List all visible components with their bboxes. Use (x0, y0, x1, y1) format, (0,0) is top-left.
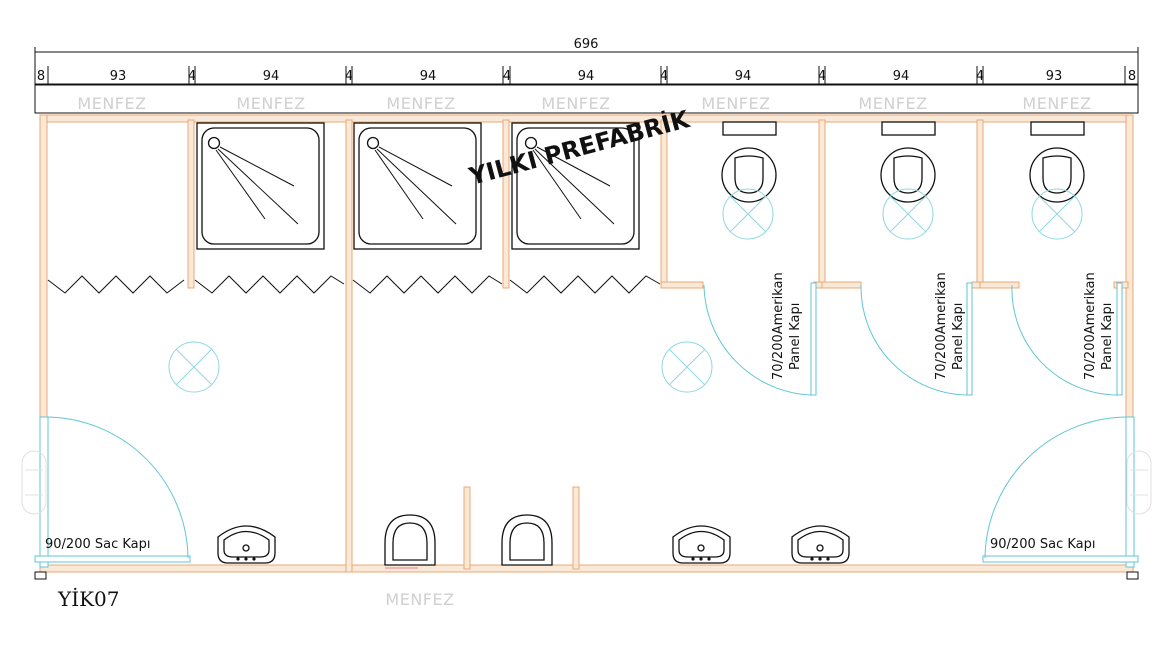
segment-label: 94 (893, 69, 910, 84)
steel-door-right (982, 416, 1139, 568)
floor-drain (722, 188, 774, 240)
wc-cistern (722, 121, 1085, 136)
door-handle (21, 450, 47, 515)
panel-door-label: 70/200Amerikan (1083, 272, 1098, 380)
door-handle (1126, 450, 1152, 515)
vent-label-bottom: MENFEZ (385, 590, 454, 609)
panel-door-label: Panel Kapı (1100, 303, 1115, 370)
segment-label: 94 (420, 69, 437, 84)
segment-label: 8 (37, 69, 45, 84)
shower-tray (511, 122, 640, 250)
floor-drain (1031, 188, 1083, 240)
vent-label: MENFEZ (386, 94, 455, 113)
toilet (880, 147, 936, 203)
panel-door (860, 282, 973, 396)
segment-label: 4 (818, 69, 826, 84)
toilet (721, 147, 777, 203)
segment-label: 94 (263, 69, 280, 84)
vent-label: MENFEZ (701, 94, 770, 113)
panel-door-label: Panel Kapı (951, 303, 966, 370)
steel-door-left (34, 416, 191, 568)
segment-label: 93 (110, 69, 127, 84)
corner-markers (34, 571, 1139, 580)
segment-label: 4 (660, 69, 668, 84)
segment-label: 4 (976, 69, 984, 84)
floor-drain (661, 341, 713, 393)
vent-label: MENFEZ (236, 94, 305, 113)
floor-drain (882, 188, 934, 240)
toilet (1029, 147, 1085, 203)
segment-label: 93 (1046, 69, 1063, 84)
vent-label: MENFEZ (541, 94, 610, 113)
urinal (501, 514, 553, 566)
segment-label: 8 (1128, 69, 1136, 84)
sink (672, 525, 731, 564)
segment-label: 94 (735, 69, 752, 84)
urinal (384, 514, 436, 566)
shower-tray (353, 122, 482, 250)
segment-label: 4 (345, 69, 353, 84)
vent-label: MENFEZ (1022, 94, 1091, 113)
shower-curtain (352, 275, 503, 294)
segment-label: 94 (578, 69, 595, 84)
sink (217, 525, 276, 564)
shower-tray (196, 122, 325, 250)
total-width-label: 696 (574, 37, 599, 52)
shower-curtain (47, 275, 185, 294)
segment-label: 4 (188, 69, 196, 84)
panel-door-label: Panel Kapı (788, 303, 803, 370)
steel-door-label: 90/200 Sac Kapı (45, 537, 151, 552)
panel-door-label: 70/200Amerikan (771, 272, 786, 380)
floor-drain (168, 341, 220, 393)
vent-label: MENFEZ (77, 94, 146, 113)
panel-door (1011, 282, 1123, 396)
shower-curtain (194, 275, 345, 294)
shower-curtain (509, 275, 661, 294)
segment-label: 4 (503, 69, 511, 84)
steel-door-label: 90/200 Sac Kapı (990, 537, 1096, 552)
vent-band: MENFEZ MENFEZ MENFEZ MENFEZ MENFEZ MENFE… (34, 84, 1139, 114)
vent-label: MENFEZ (858, 94, 927, 113)
panel-door (703, 282, 817, 396)
sink (791, 525, 850, 564)
model-code: YİK07 (57, 587, 120, 611)
panel-door-label: 70/200Amerikan (934, 272, 949, 380)
walls (39, 114, 1134, 573)
dimension-chain: 696 8 93 4 94 4 94 4 94 4 94 4 94 (34, 37, 1139, 92)
